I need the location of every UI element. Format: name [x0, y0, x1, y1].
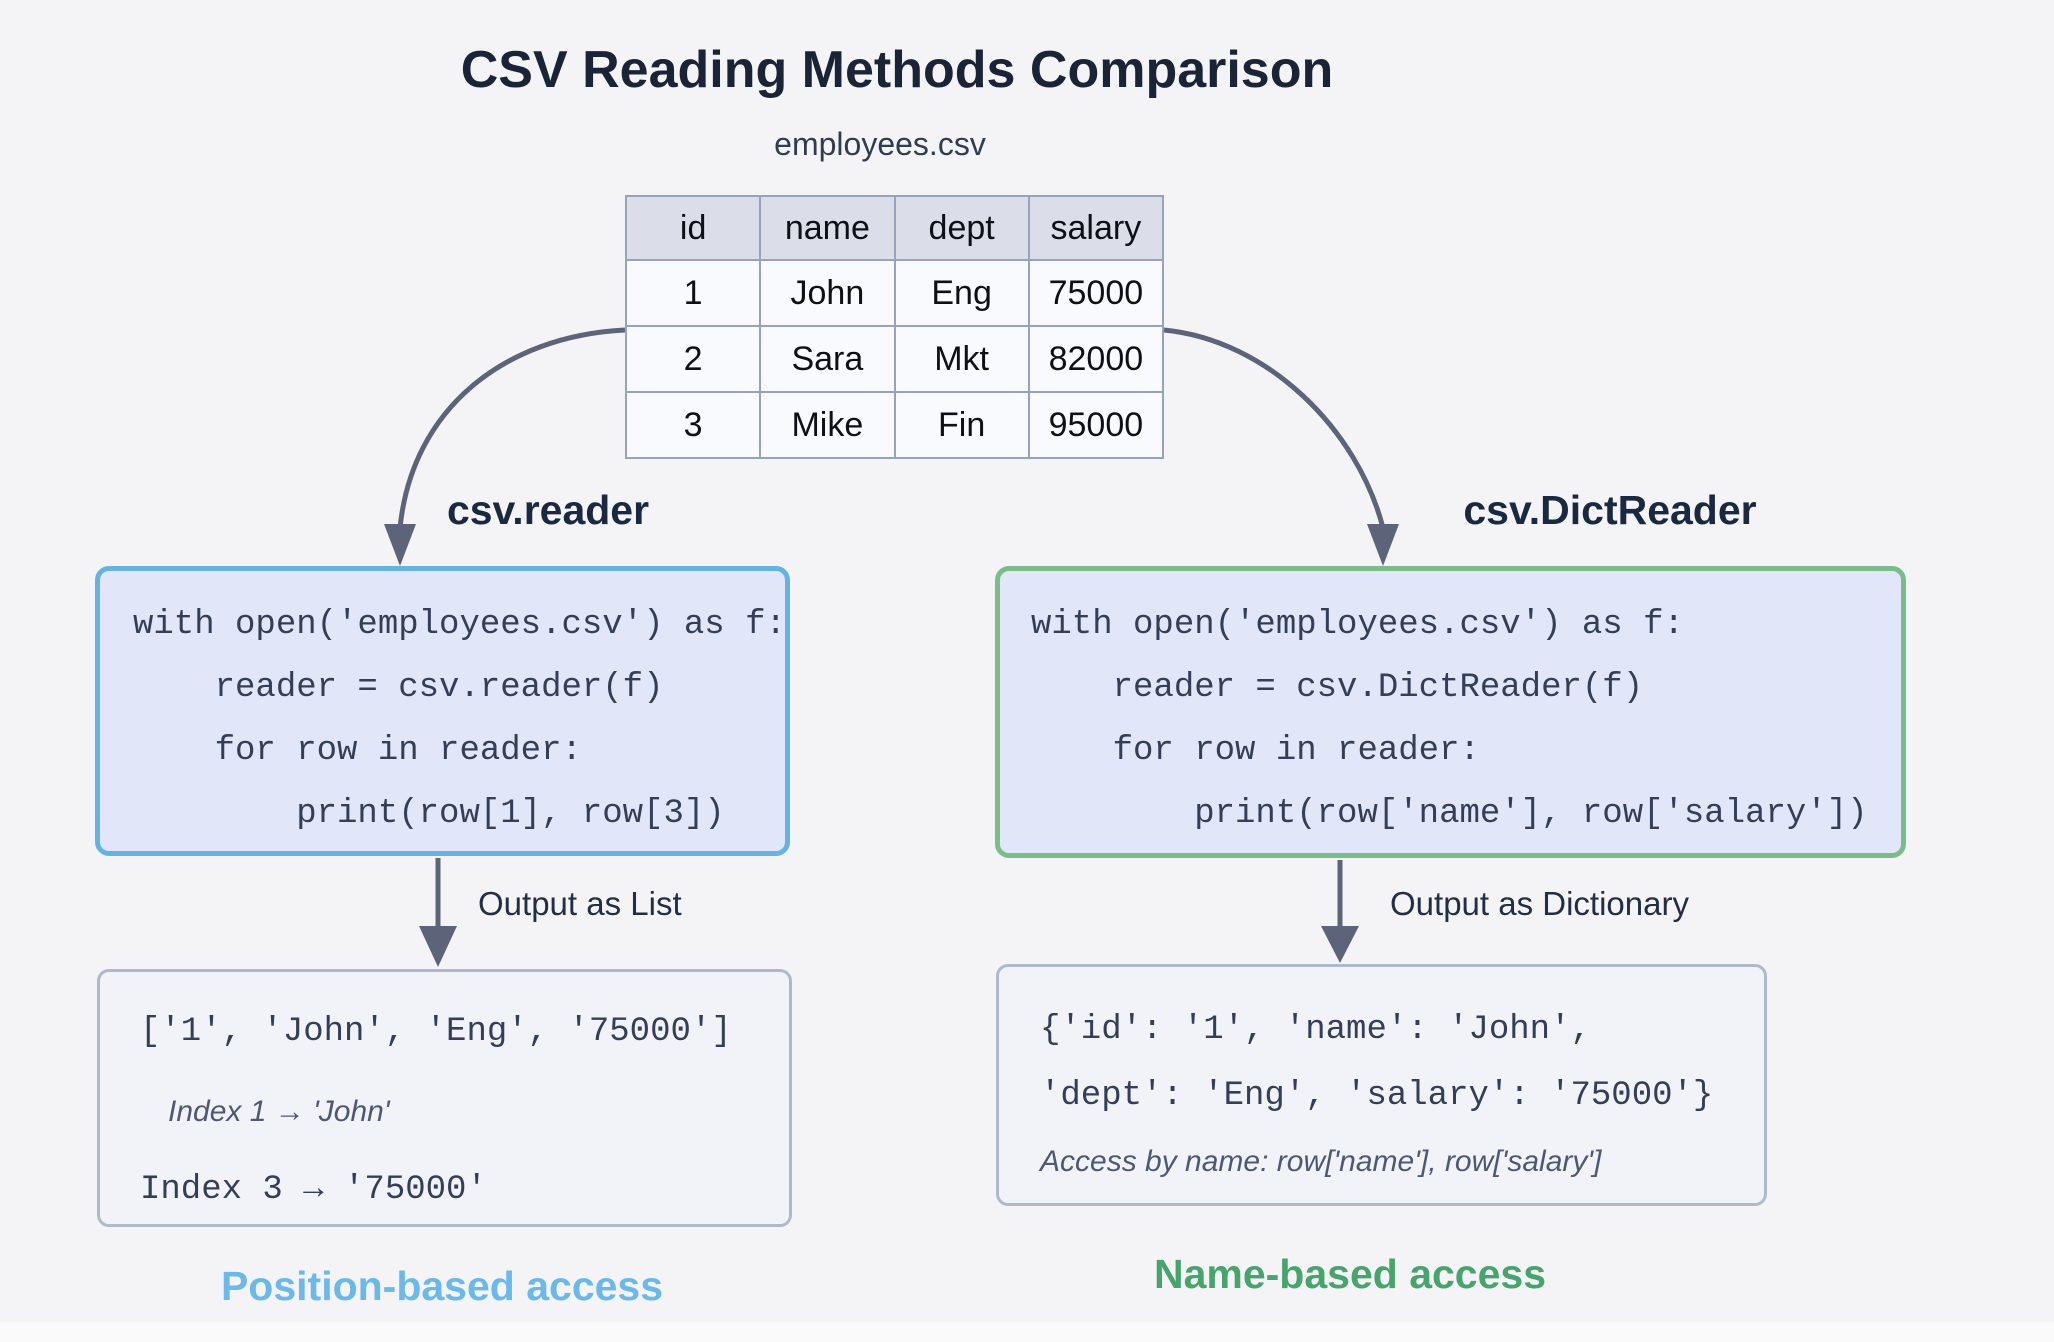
output-line: 'dept': 'Eng', 'salary': '75000'}: [1040, 1077, 1714, 1115]
code-line: with open('employees.csv') as f:: [1031, 606, 1684, 644]
table-cell: Mkt: [893, 325, 1030, 393]
table-cell: Mike: [759, 391, 896, 459]
table-cell: 2: [624, 325, 762, 393]
table-cell: Fin: [893, 391, 1030, 459]
header-cell-dept: dept: [893, 195, 1030, 261]
access-label-position-based: Position-based access: [220, 1263, 664, 1309]
arrowhead-dictreader-output-icon: [1321, 926, 1359, 963]
output-note: Access by name: row['name'], row['salary…: [1040, 1145, 1602, 1178]
code-block-csv-dictreader: with open('employees.csv') as f: reader …: [995, 566, 1906, 858]
arrowhead-reader-output-icon: [419, 926, 457, 967]
header-cell-salary: salary: [1027, 195, 1165, 261]
code-line: for row in reader:: [1031, 732, 1480, 770]
table-cell: 95000: [1027, 391, 1165, 459]
output-note: Index 1 → 'John': [168, 1095, 390, 1128]
header-cell-id: id: [624, 195, 762, 261]
table-cell: 1: [624, 259, 762, 327]
csv-table-header: id name dept salary: [624, 195, 1165, 261]
page-title: CSV Reading Methods Comparison: [460, 41, 1334, 99]
code-line: reader = csv.reader(f): [133, 669, 664, 707]
table-cell: Eng: [893, 259, 1030, 327]
output-block-csv-dictreader: {'id': '1', 'name': 'John', 'dept': 'Eng…: [996, 964, 1767, 1206]
arrow-table-to-reader-curve: [397, 327, 626, 529]
table-header-row: id name dept salary: [624, 195, 1165, 261]
output-line: Index 3 → '75000': [140, 1171, 487, 1209]
arrowhead-dictreader-icon: [1367, 524, 1399, 566]
code-block-csv-reader: with open('employees.csv') as f: reader …: [95, 566, 790, 856]
flow-label-output-as-list: Output as List: [478, 885, 682, 922]
csv-table-body: 1 John Eng 75000 2 Sara Mkt 82000 3 Mike…: [624, 259, 1165, 459]
table-row: 1 John Eng 75000: [624, 259, 1165, 327]
table-row: 3 Mike Fin 95000: [624, 391, 1165, 459]
code-line: for row in reader:: [133, 732, 582, 770]
output-block-csv-reader: ['1', 'John', 'Eng', '75000'] Index 1 → …: [97, 969, 792, 1227]
header-cell-name: name: [759, 195, 896, 261]
flow-label-output-as-dictionary: Output as Dictionary: [1390, 885, 1689, 922]
output-line: ['1', 'John', 'Eng', '75000']: [140, 1013, 732, 1051]
method-label-csv-reader: csv.reader: [446, 487, 650, 533]
table-cell: John: [759, 259, 896, 327]
csv-table: id name dept salary 1 John Eng 75000 2 S…: [624, 195, 1165, 459]
code-line: print(row['name'], row['salary']): [1031, 795, 1868, 833]
bottom-strip: [0, 1322, 2054, 1342]
arrow-table-to-dictreader-curve: [1163, 327, 1386, 529]
code-line: with open('employees.csv') as f:: [133, 606, 786, 644]
method-label-csv-dictreader: csv.DictReader: [1463, 487, 1757, 533]
table-cell: 3: [624, 391, 762, 459]
code-line: print(row[1], row[3]): [133, 795, 725, 833]
table-cell: 82000: [1027, 325, 1165, 393]
access-label-name-based: Name-based access: [1153, 1251, 1547, 1297]
table-cell: 75000: [1027, 259, 1165, 327]
output-line: {'id': '1', 'name': 'John',: [1040, 1011, 1591, 1049]
csv-file-label: employees.csv: [774, 126, 986, 162]
arrowhead-reader-icon: [384, 524, 416, 566]
table-cell: Sara: [759, 325, 896, 393]
table-row: 2 Sara Mkt 82000: [624, 325, 1165, 393]
code-line: reader = csv.DictReader(f): [1031, 669, 1644, 707]
